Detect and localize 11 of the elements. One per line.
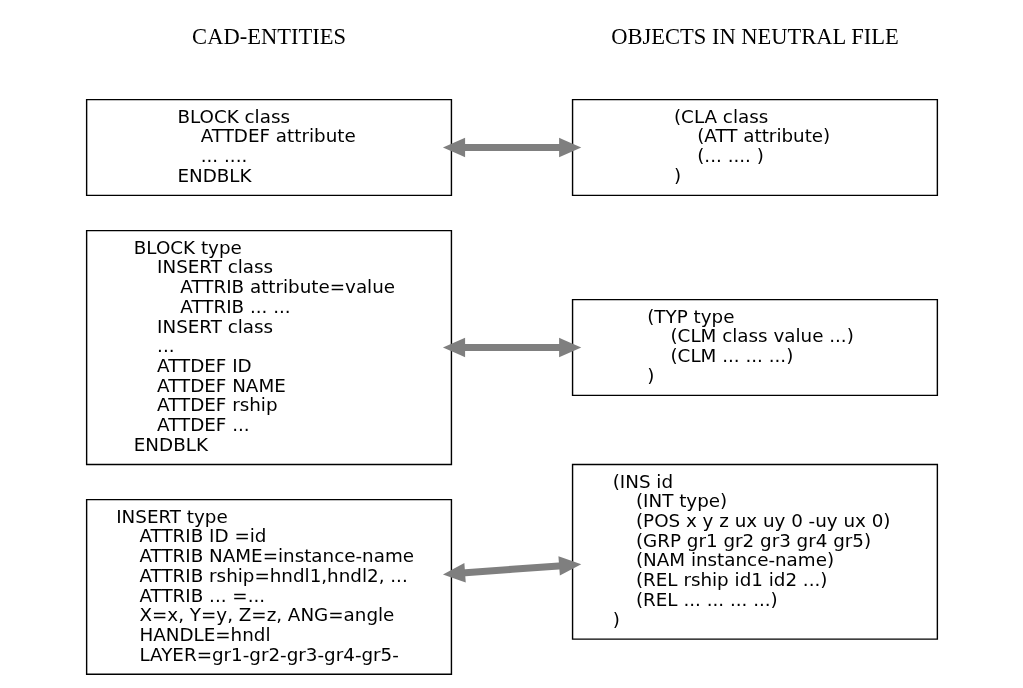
node-box: (CLA class (ATT attribute) (... .... ) ) (571, 98, 938, 197)
label: CAD-ENTITIES (191, 24, 346, 50)
node-box: (TYP type (CLM class value ...) (CLM ... ... ...) ) (571, 298, 938, 397)
arrow (442, 137, 581, 158)
label: OBJECTS IN NEUTRAL FILE (610, 24, 899, 50)
node-box: BLOCK class ATTDEF attribute ... .... ENDBLK (85, 98, 452, 197)
arrow (442, 556, 581, 583)
node-box: INSERT type ATTRIB ID =id ATTRIB NAME=instance-name ATTRIB rship=hndl1,hndl2, ... ATTRIB ... =... X=x, Y=y, Z=z, ANG=angle HANDLE=hndl LAYER=gr1-gr2-gr3-gr4-gr5- (85, 498, 452, 675)
node-box: (INS id (INT type) (POS x y z ux uy 0 -uy ux 0) (GRP gr1 gr2 gr3 gr4 gr5) (NAM instance-name) (REL rship id1 id2 ...) (REL ... ... ... ...) ) (571, 463, 938, 640)
node-box: BLOCK type INSERT class ATTRIB attribute=value ATTRIB ... ... INSERT class ... ATTDEF ID ATTDEF NAME ATTDEF rship ATTDEF ... ENDBLK (85, 229, 452, 466)
arrow (442, 337, 581, 358)
